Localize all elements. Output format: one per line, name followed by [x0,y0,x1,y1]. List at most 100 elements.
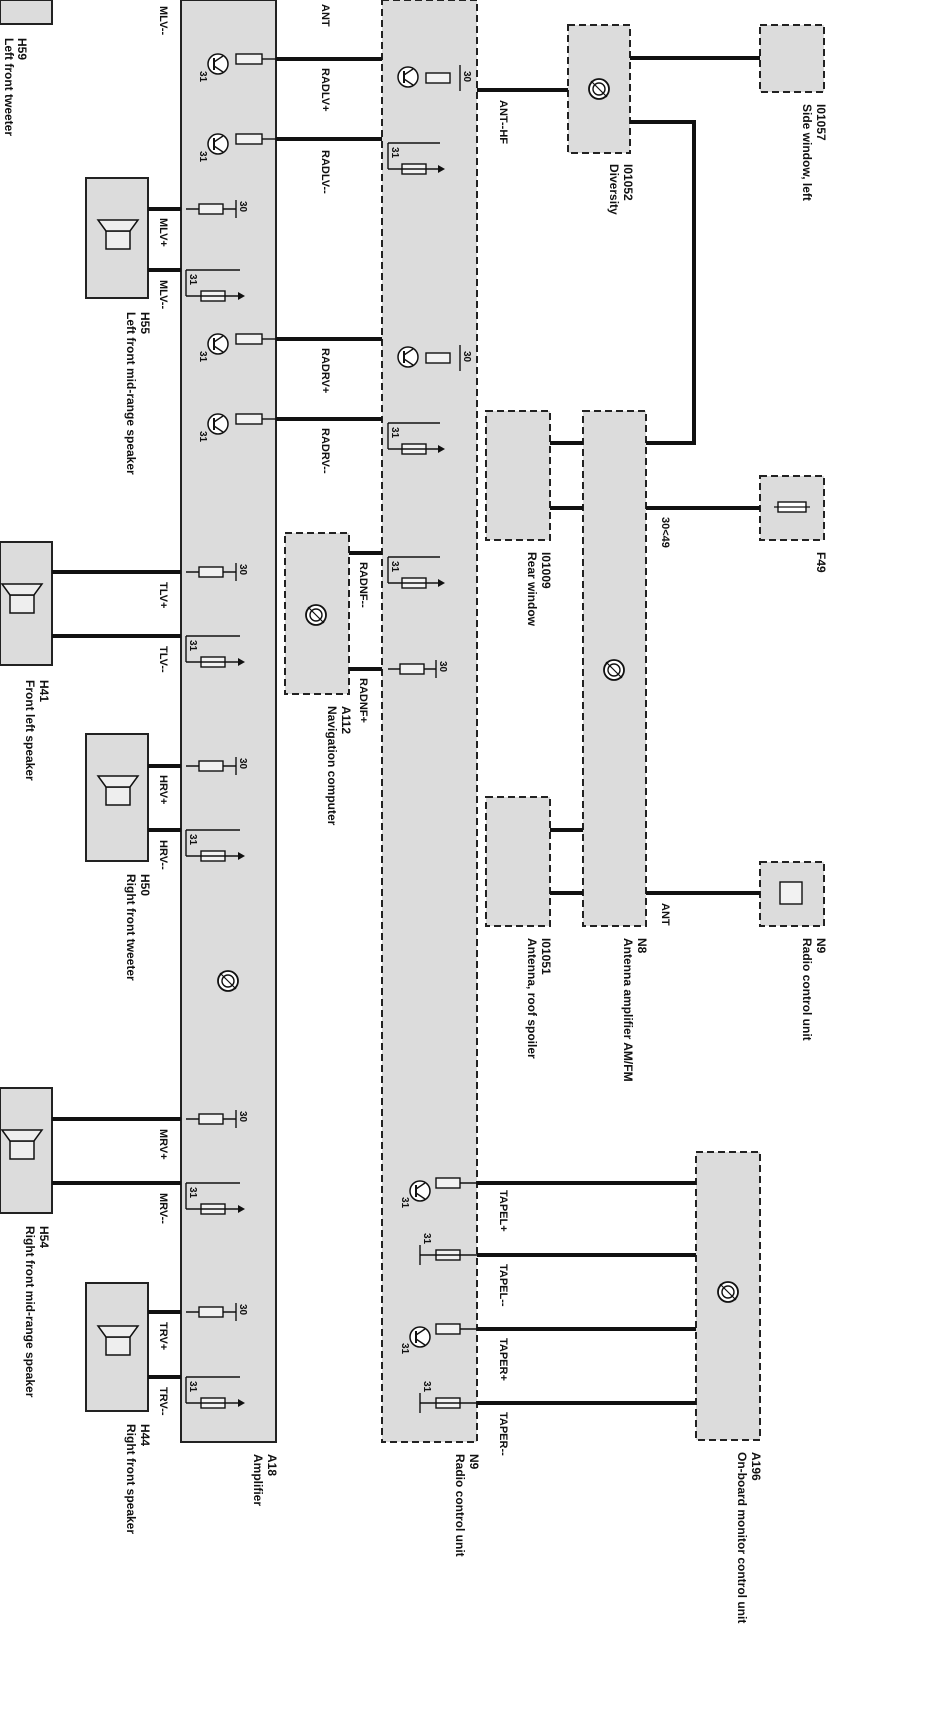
component-name: Amplifier [251,1454,265,1506]
rear-window-box [485,410,551,541]
component-name: Left front mid-range speaker [124,312,138,475]
roof-spoiler-antenna-box [485,796,551,927]
pin-label: 30 [461,351,472,363]
resistor [198,760,224,772]
signal-label: MRV-- [157,1193,169,1224]
resistor [235,413,263,425]
pin-label: 31 [399,1197,410,1209]
component-id: H59 [15,38,29,60]
transistor [207,333,229,355]
signal-label: 30<49 [659,517,671,548]
signal-label: RADLV-- [319,150,331,194]
signal-label: MLV-- [157,280,169,309]
signal-label: TRV+ [157,1322,169,1350]
signal-label: TAPEL-- [497,1264,509,1307]
component-id: H44 [138,1424,152,1446]
component-id: A196 [749,1452,763,1481]
signal-label: ANT [319,4,331,27]
component-name: On-board monitor control unit [735,1452,749,1623]
ground-arrow [238,658,245,666]
signal-label: TAPER+ [497,1338,509,1381]
pin-label: 30 [437,661,448,673]
pin-label: 31 [197,431,208,443]
pin-label: 31 [197,351,208,363]
resistor [425,72,451,84]
component-name: Antenna, roof spoiler [525,938,539,1059]
resistor [435,1323,461,1335]
signal-label: TLV-- [157,646,169,673]
ground-arrow [238,1399,245,1407]
pin-label: 30 [237,201,248,213]
signal-label: HRV+ [157,775,169,804]
pin-label: 31 [197,151,208,163]
signal-label: MLV+ [157,218,169,247]
pin-label: 31 [421,1381,432,1393]
component-id: N9 [814,938,828,954]
ground-arrow [438,445,445,453]
component-id: H50 [138,874,152,896]
transistor [207,53,229,75]
signal-label: TAPER-- [497,1412,509,1456]
pin-label: 30 [461,71,472,83]
signal-label: MLV-- [157,6,169,35]
resistor [235,53,263,65]
signal-label: TRV-- [157,1387,169,1416]
pin-label: 31 [389,427,400,439]
transistor [207,413,229,435]
resistor [235,333,263,345]
transistor [409,1180,431,1202]
resistor [198,1113,224,1125]
pin-label: 31 [187,834,198,846]
pin-label: 31 [421,1233,432,1245]
signal-label: ANT [659,903,671,926]
component-name: Rear window [525,552,539,627]
component-name: Antenna amplifier AM/FM [621,938,635,1082]
component-name: Right front speaker [124,1424,138,1534]
signal-label: TAPEL+ [497,1190,509,1232]
side-window-left-box [759,24,825,93]
component-name: Radio control unit [453,1454,467,1557]
component-name: Left front tweeter [2,38,16,136]
pin-label: 31 [389,561,400,573]
component-name: Right front tweeter [124,874,138,981]
internal-components: 3030303030313131313131313131303031313130… [185,53,477,1413]
component-name: Front left speaker [23,680,37,781]
signal-label: RADLV+ [319,68,331,112]
pin-label: 30 [237,564,248,576]
signal-label: MRV+ [157,1129,169,1160]
pin-label: 31 [197,71,208,83]
transistor [207,133,229,155]
labels: MLV-- ANT RADLV+ RADLV-- ANT--HF MLV+ ML… [2,4,828,1623]
pin-label: 30 [237,1111,248,1123]
resistor [198,203,224,215]
ground-arrow [438,165,445,173]
component-name: Side window, left [800,104,814,201]
pin-label: 31 [187,274,198,286]
left-front-tweeter-box [0,0,53,25]
component-name: Navigation computer [325,706,339,826]
component-name: Diversity [607,164,621,215]
signal-label: ANT--HF [497,100,509,144]
component-id: H54 [37,1226,51,1248]
amplifier-box [180,0,277,1443]
component-name: Right front mid-range speaker [23,1226,37,1398]
resistor [399,663,425,675]
component-id: I01051 [539,938,553,975]
pin-label: 31 [389,147,400,159]
resistor [425,352,451,364]
component-name: Radio control unit [800,938,814,1041]
pin-label: 31 [187,1187,198,1199]
component-id: F49 [814,552,828,573]
transistor [397,66,419,88]
ground-arrow [238,1205,245,1213]
pin-label: 30 [237,758,248,770]
signal-label: RADNF-- [357,562,369,608]
signal-label: RADRV-- [319,428,331,474]
signal-label: TLV+ [157,582,169,608]
component-id: I01052 [621,164,635,201]
component-id: I01057 [814,104,828,141]
signal-label: RADNF+ [357,678,369,723]
component-id: A112 [339,706,353,734]
pin-label: 31 [187,640,198,652]
